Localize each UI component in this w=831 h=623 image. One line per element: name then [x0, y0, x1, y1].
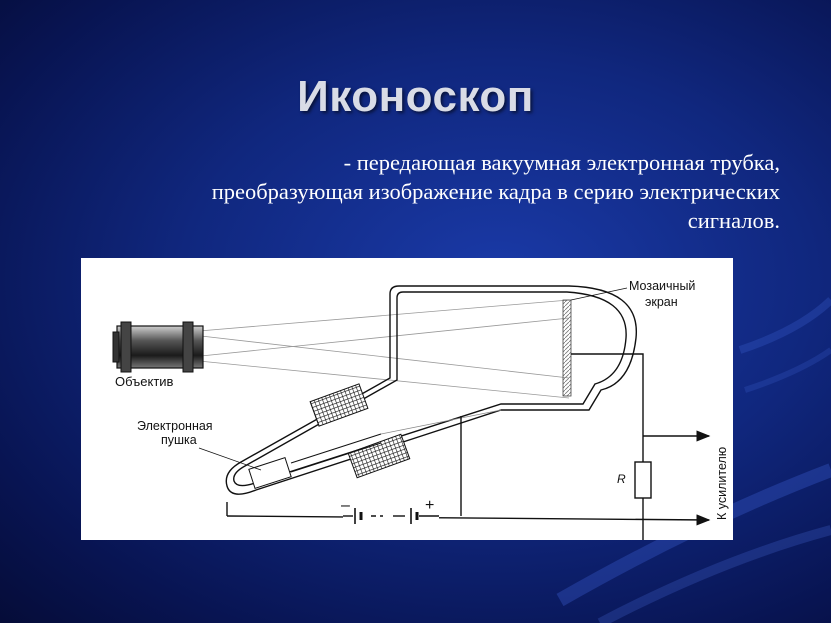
battery	[343, 506, 439, 526]
subtitle-line-2: преобразующая изображение кадра в серию …	[211, 179, 780, 204]
lens-label: Объектив	[115, 374, 174, 389]
mosaic-label-2: экран	[645, 295, 678, 309]
mosaic-pointer	[570, 287, 628, 301]
circuit	[226, 353, 711, 540]
battery-minus: –	[341, 497, 350, 514]
gun-label-2: пушка	[161, 433, 197, 447]
mosaic-screen	[562, 299, 572, 397]
subtitle-line-3: сигналов.	[687, 208, 780, 233]
deflection-coil-bottom	[347, 433, 411, 479]
iconoscope-diagram: Объектив Мозаичный экран Электронная	[81, 258, 733, 540]
amplifier-label: К усилителю	[715, 447, 729, 520]
light-beams	[198, 299, 570, 399]
diagram-svg: Объектив Мозаичный экран Электронная	[112, 279, 729, 540]
slide-title: Иконоскоп	[297, 72, 534, 121]
mosaic-label-1: Мозаичный	[629, 279, 695, 293]
electron-gun	[248, 409, 502, 490]
battery-plus: +	[425, 497, 434, 514]
resistor-label: R	[617, 472, 626, 486]
subtitle-line-1: - передающая вакуумная электронная трубк…	[343, 150, 780, 175]
vacuum-tube	[225, 285, 637, 495]
gun-pointer	[198, 447, 262, 471]
lens	[112, 321, 204, 373]
gun-label-1: Электронная	[137, 419, 213, 433]
slide-subtitle: - передающая вакуумная электронная трубк…	[60, 148, 780, 235]
deflection-coil-top	[309, 383, 369, 427]
